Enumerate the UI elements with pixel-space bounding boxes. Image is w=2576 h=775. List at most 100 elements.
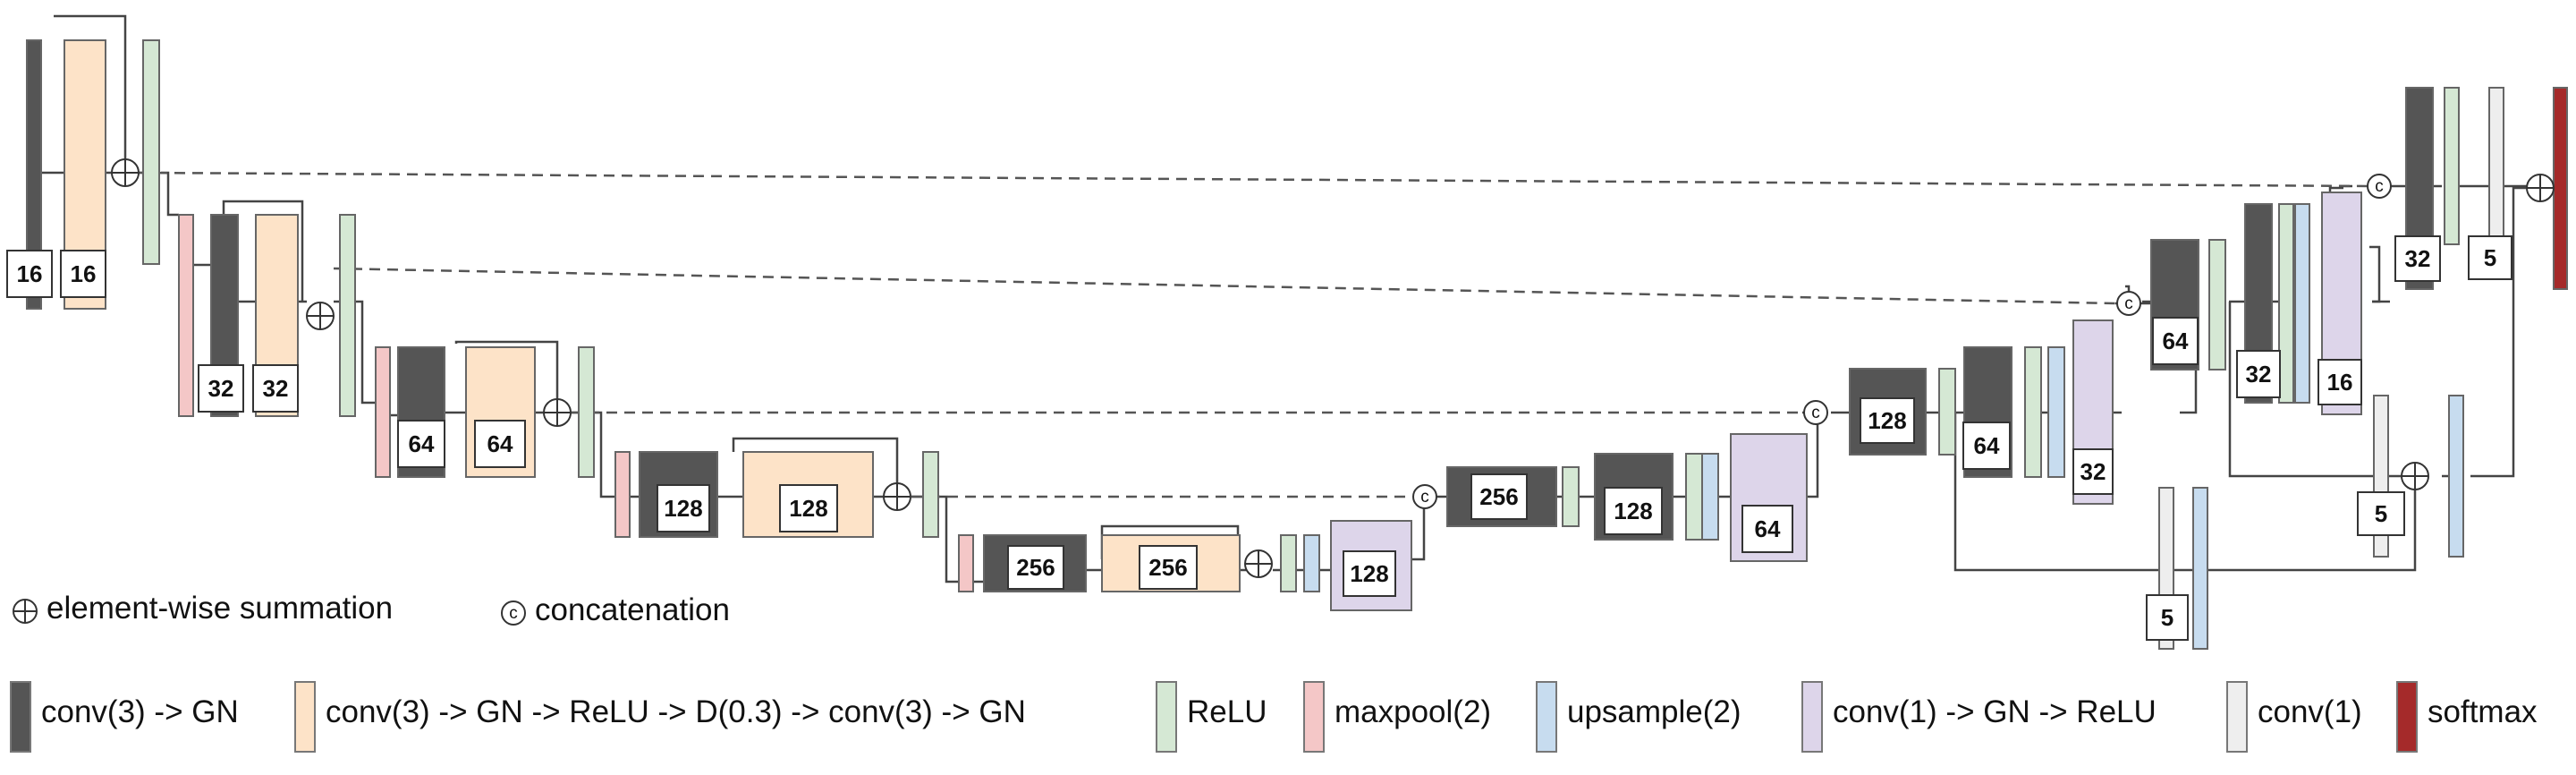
legend-item-conv1: conv(1) -> GN -> ReLU bbox=[1801, 681, 2157, 753]
block-label-b1-res: 16 bbox=[60, 250, 106, 298]
d3-upsample bbox=[2047, 346, 2065, 478]
sum-legend-symbol bbox=[13, 599, 38, 624]
legend-label-softmax: softmax bbox=[2428, 694, 2538, 729]
block-label-b5-conv: 256 bbox=[1007, 545, 1064, 590]
link bbox=[2369, 245, 2381, 303]
legend: conv(3) -> GN conv(3) -> GN -> ReLU -> D(… bbox=[10, 681, 2538, 753]
svg-text:64: 64 bbox=[409, 430, 435, 457]
svg-text:16: 16 bbox=[71, 260, 97, 287]
link bbox=[2328, 186, 2343, 192]
svg-text:c: c bbox=[1420, 488, 1429, 507]
block-label-d4-conv-b: 128 bbox=[1604, 487, 1663, 535]
deep-supervision-line-1 bbox=[1953, 413, 2417, 572]
legend-item-softmax: softmax bbox=[2396, 681, 2538, 753]
svg-text:32: 32 bbox=[2405, 245, 2431, 272]
legend-swatch-pool bbox=[1303, 681, 1325, 753]
svg-text:16: 16 bbox=[2327, 369, 2353, 396]
svg-text:64: 64 bbox=[1974, 432, 2000, 459]
legend-label-res: conv(3) -> GN -> ReLU -> D(0.3) -> conv(… bbox=[326, 694, 1026, 729]
d2-upsample bbox=[2294, 203, 2310, 404]
dashed-skips bbox=[138, 171, 2371, 498]
legend-item-conv: conv(3) -> GN bbox=[10, 681, 239, 753]
svg-text:64: 64 bbox=[1755, 515, 1781, 542]
d4-relu bbox=[1562, 466, 1580, 527]
svg-text:32: 32 bbox=[2080, 458, 2106, 485]
legend-swatch-res bbox=[294, 681, 316, 753]
legend-item-up: upsample(2) bbox=[1536, 681, 1741, 753]
legend-swatch-conv bbox=[10, 681, 31, 753]
legend-label-relu: ReLU bbox=[1187, 694, 1267, 729]
link bbox=[2470, 186, 2527, 478]
svg-text:32: 32 bbox=[2246, 361, 2272, 388]
block-label-b4-conv: 128 bbox=[657, 484, 710, 532]
link bbox=[355, 300, 376, 405]
legend-swatch-softmax bbox=[2396, 681, 2418, 753]
svg-text:256: 256 bbox=[1148, 554, 1187, 581]
concat-legend-label: concatenation bbox=[535, 592, 730, 627]
block-label-d1-conv: 32 bbox=[2394, 235, 2441, 282]
block-label-d4-c1: 64 bbox=[1741, 505, 1793, 553]
d2-relu-b bbox=[2278, 203, 2294, 404]
b4-pool bbox=[614, 451, 631, 538]
deep-supervision-line-2 bbox=[2228, 302, 2415, 478]
svg-text:c: c bbox=[509, 604, 518, 623]
sum-op bbox=[883, 482, 911, 511]
block-label-d1-out: 5 bbox=[2468, 235, 2512, 280]
svg-text:128: 128 bbox=[1350, 560, 1388, 587]
svg-text:32: 32 bbox=[208, 375, 234, 402]
sum-op bbox=[306, 302, 335, 330]
sum-op bbox=[1244, 549, 1273, 578]
svg-text:16: 16 bbox=[17, 260, 43, 287]
block-label-d2-conv: 64 bbox=[2152, 317, 2199, 365]
block-label-d4-conv: 256 bbox=[1470, 473, 1528, 520]
legend-label-conv1x1: conv(1) bbox=[2258, 694, 2362, 729]
block-label-b4-res: 128 bbox=[779, 484, 838, 532]
concat-op: c bbox=[1412, 484, 1437, 509]
block-label-d3-conv: 128 bbox=[1860, 397, 1915, 444]
block-label-ds2-out: 5 bbox=[2357, 491, 2405, 536]
svg-text:c: c bbox=[2375, 177, 2384, 196]
softmax-block bbox=[2553, 87, 2568, 290]
b1-relu bbox=[142, 39, 160, 265]
block-label-d2-conv-b: 32 bbox=[2236, 350, 2281, 398]
d1-relu bbox=[2444, 87, 2460, 245]
block-label-d3-conv-b: 64 bbox=[1962, 422, 2011, 470]
block-label-b3-res: 64 bbox=[474, 420, 526, 468]
block-label-ds1-out: 5 bbox=[2146, 594, 2189, 641]
svg-text:32: 32 bbox=[263, 375, 289, 402]
concat-op: c bbox=[2367, 174, 2392, 199]
b2-relu bbox=[339, 214, 356, 417]
legend-item-res: conv(3) -> GN -> ReLU -> D(0.3) -> conv(… bbox=[294, 681, 1026, 753]
svg-text:128: 128 bbox=[1614, 498, 1652, 524]
svg-text:256: 256 bbox=[1016, 554, 1055, 581]
svg-text:256: 256 bbox=[1479, 483, 1518, 510]
svg-text:128: 128 bbox=[789, 495, 827, 522]
sum-op bbox=[2401, 462, 2429, 490]
d3-relu bbox=[1938, 368, 1956, 456]
sum-op bbox=[111, 158, 140, 187]
b5-upsample bbox=[1303, 534, 1320, 592]
svg-text:64: 64 bbox=[487, 430, 513, 457]
block-label-b2-res: 32 bbox=[252, 364, 299, 413]
concat-legend-symbol: c bbox=[501, 600, 526, 626]
svg-text:5: 5 bbox=[2161, 604, 2174, 631]
svg-text:64: 64 bbox=[2163, 328, 2189, 354]
block-label-b5-c1: 128 bbox=[1343, 550, 1396, 597]
ds2-upsample bbox=[2448, 395, 2464, 558]
skip-line-l3 bbox=[454, 340, 559, 413]
legend-label-pool: maxpool(2) bbox=[1335, 694, 1491, 729]
legend-label-conv1: conv(1) -> GN -> ReLU bbox=[1833, 694, 2157, 729]
legend-label-up: upsample(2) bbox=[1567, 694, 1741, 729]
link bbox=[161, 171, 179, 217]
d1-conv1x1 bbox=[2488, 87, 2504, 245]
svg-text:128: 128 bbox=[1868, 407, 1906, 434]
dashed-skip-1 bbox=[138, 171, 2371, 188]
dashed-skip-2 bbox=[333, 267, 2116, 305]
svg-text:c: c bbox=[1811, 404, 1820, 422]
b3-relu bbox=[578, 346, 595, 478]
b5-pool bbox=[958, 534, 974, 592]
legend-swatch-conv1x1 bbox=[2226, 681, 2248, 753]
skip-line-l1 bbox=[54, 14, 127, 173]
